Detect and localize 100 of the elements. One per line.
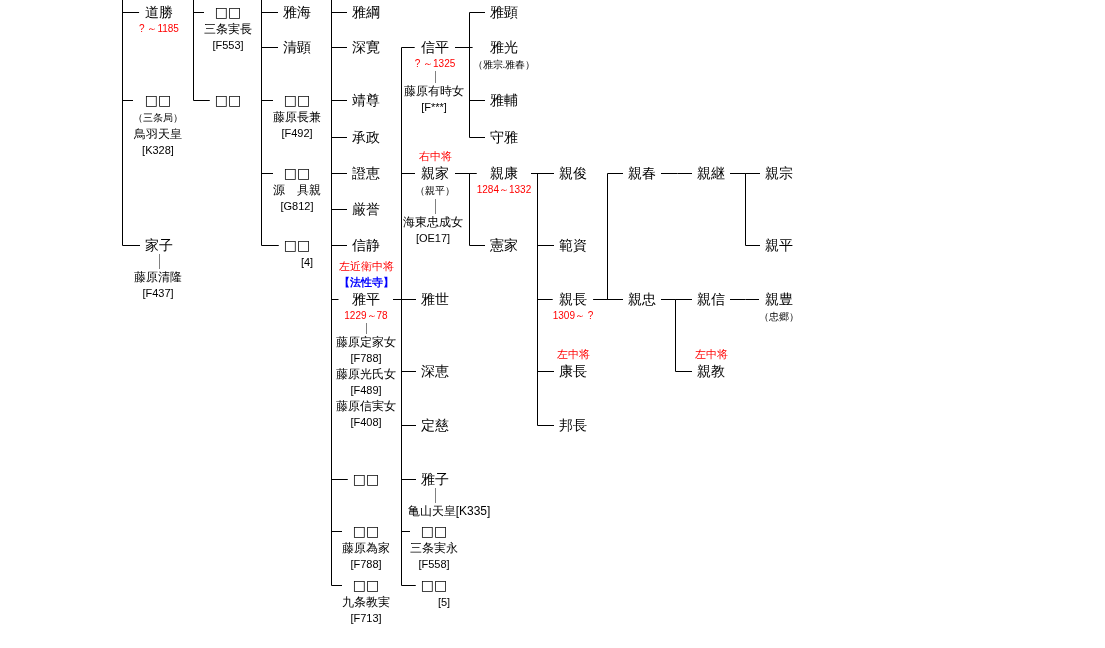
person-name: 雅子 [421,470,449,488]
alias-name: （忠郷） [759,310,799,324]
spouse-name: 藤原長兼 [273,109,321,125]
reference-code: [4] [300,255,314,270]
person-name: 邦長 [559,416,587,434]
person-name: 雅顕 [490,3,518,21]
person-name: 範資 [559,236,587,254]
life-dates: 1229～78 [344,309,388,323]
spouse-name: 鳥羽天皇 [134,126,182,142]
rank-title: 左中将 [556,347,590,362]
person-name: 雅輔 [490,91,518,109]
person-name: 親春 [628,164,656,182]
rank-title: 左中将 [694,347,728,362]
marriage-line [435,70,436,84]
spouse-name: 亀山天皇[K335] [407,503,491,519]
spouse-name: 源 具親 [273,182,321,198]
lineage-line [454,47,486,138]
marriage-line [435,198,436,215]
marriage-line [159,253,160,270]
person-name: 憲家 [490,236,518,254]
alias-name: （三条局） [133,111,183,125]
person-name: 深寛 [352,38,380,56]
reference-code: [F713] [350,611,382,626]
lineage-line [530,173,555,426]
spouse-name: 海東忠成女 [403,214,463,230]
person-name: 親教 [697,362,725,380]
person-name: 信平 [421,38,449,56]
person-name: 深恵 [421,362,449,380]
person-name: □□ [144,91,172,109]
person-name: □□ [352,522,380,540]
lineage-line [454,173,486,246]
reference-code: [G812] [280,199,314,214]
spouse-name: 九条教実 [342,594,390,610]
marriage-line [435,487,436,504]
lineage-line [592,299,624,300]
person-name: 雅海 [283,3,311,21]
person-name: □□ [352,576,380,594]
life-dates: 1309～ ? [552,309,594,323]
reference-code: [F558] [418,557,450,572]
person-name: 家子 [145,236,173,254]
person-name: 承政 [352,128,380,146]
reference-code: [K328] [142,143,174,158]
spouse-name: 藤原清隆 [134,269,182,285]
person-name: □□ [352,470,380,488]
reference-code: [F788] [350,351,382,366]
person-name: 親宗 [765,164,793,182]
person-name: 親信 [697,290,725,308]
person-name: 靖尊 [352,91,380,109]
reference-code: [F492] [281,126,313,141]
temple-name: 【法性寺】 [338,275,394,290]
reference-code: [F408] [350,415,382,430]
person-name: 雅光 [490,38,518,56]
person-name: □□ [420,576,448,594]
person-name: 雅平 [352,290,380,308]
spouse-name: 三条実永 [410,540,458,556]
person-name: 證恵 [352,164,380,182]
reference-code: [F553] [212,38,244,53]
reference-code: [OE17] [415,231,451,246]
person-name: 定慈 [421,416,449,434]
spouse-name: 藤原有時女 [404,83,464,99]
lineage-line [660,299,693,372]
person-name: 親豊 [765,290,793,308]
person-name: 親継 [697,164,725,182]
person-name: 親長 [559,290,587,308]
person-name: 親家 [421,164,449,182]
person-name: □□ [283,164,311,182]
reference-code: [F489] [350,383,382,398]
person-name: 雅綱 [352,3,380,21]
life-dates: ? ～1325 [414,57,456,71]
person-name: 信静 [352,236,380,254]
alias-name: （親平） [415,184,455,198]
person-name: □□ [214,3,242,21]
person-name: 雅世 [421,290,449,308]
life-dates: 1284～1332 [476,183,532,197]
lineage-line [393,299,417,586]
spouse-name: 藤原信実女 [336,398,396,414]
spouse-name: 藤原定家女 [336,334,396,350]
person-name: □□ [214,91,242,109]
person-name: 親康 [490,164,518,182]
reference-code: [F437] [142,286,174,301]
person-name: 清顕 [283,38,311,56]
person-name: 親俊 [559,164,587,182]
spouse-name: 三条実長 [204,21,252,37]
lineage-line [729,299,760,300]
person-name: 親平 [765,236,793,254]
rank-title: 左近衛中将 [338,259,394,274]
person-name: 親忠 [628,290,656,308]
marriage-line [366,322,367,335]
spouse-name: 藤原為家 [342,540,390,556]
person-name: 厳誉 [352,200,380,218]
reference-code: [5] [437,595,451,610]
alias-name: （雅宗.雅春） [472,58,536,72]
person-name: □□ [420,522,448,540]
person-name: 康長 [559,362,587,380]
life-dates: ? ～1185 [139,22,179,36]
person-name: 守雅 [490,128,518,146]
person-name: 道勝 [145,3,173,21]
rank-title: 右中将 [418,149,452,164]
spouse-name: 藤原光氏女 [336,366,396,382]
reference-code: [F***] [421,100,447,115]
